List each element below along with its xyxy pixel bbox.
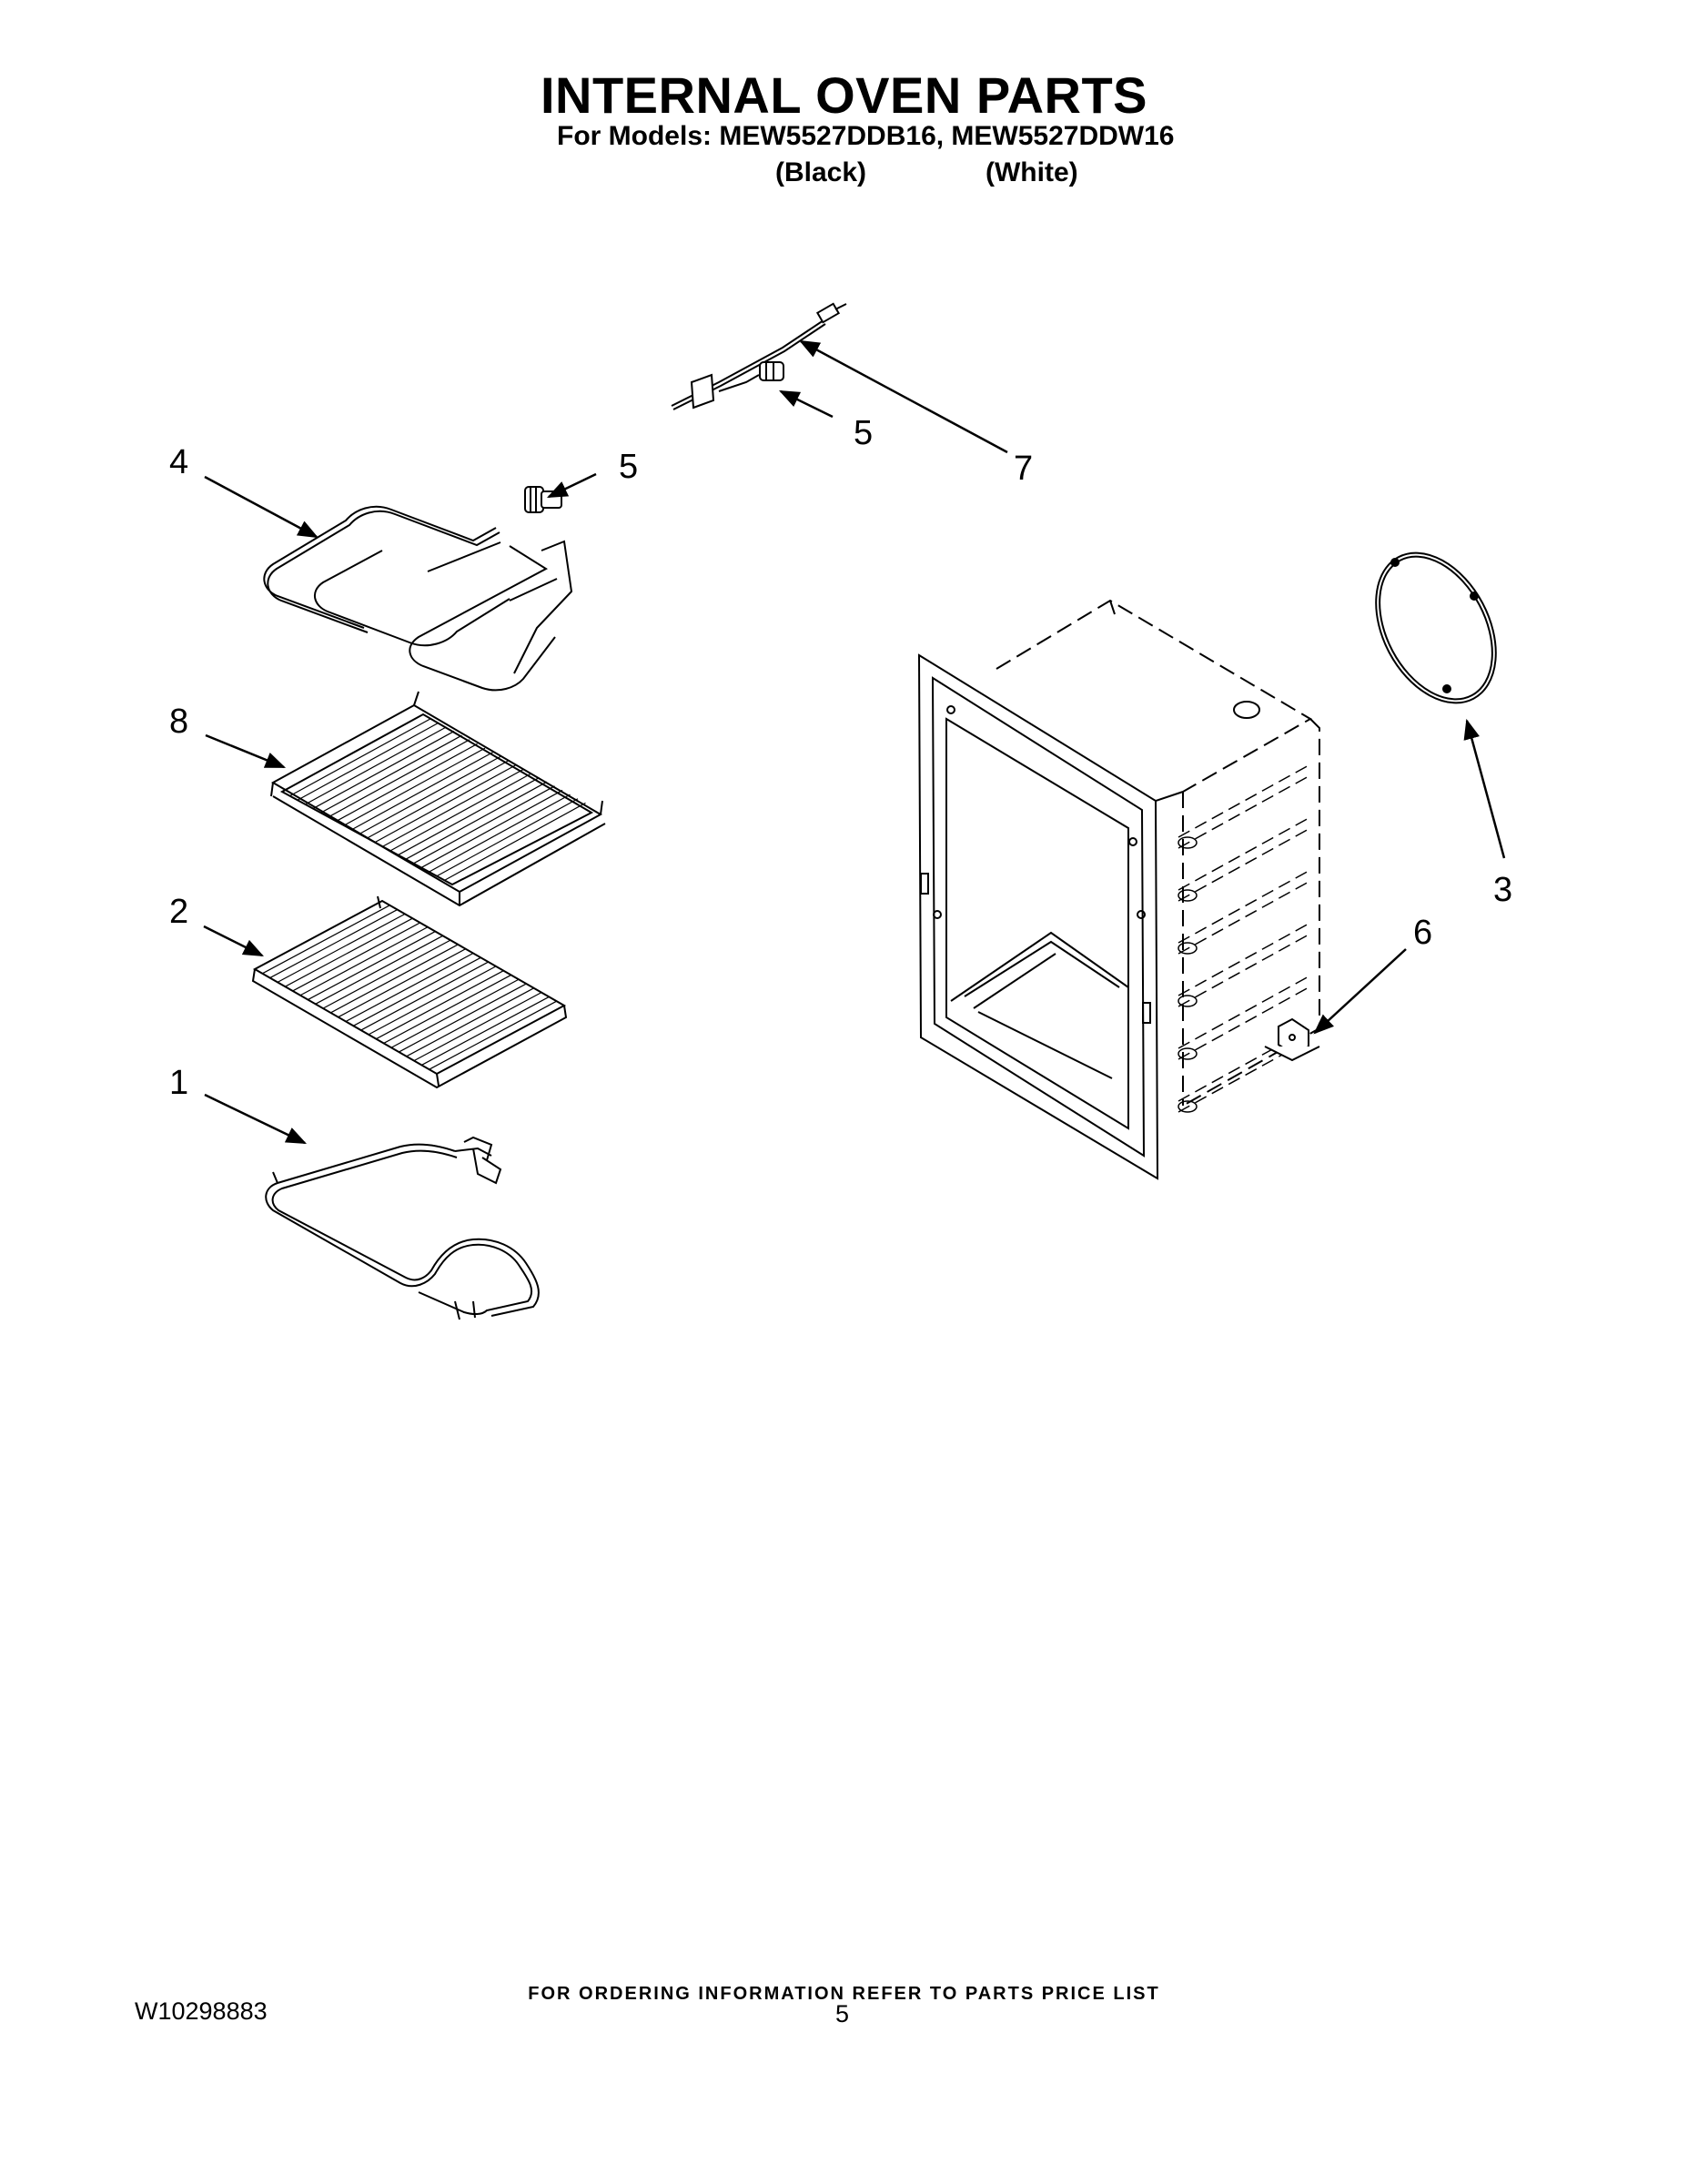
rollout-rack-wires <box>289 718 586 881</box>
callout-1: 1 <box>169 1064 188 1102</box>
variant-white-label: (White) <box>986 157 1078 187</box>
rollout-rack-part <box>270 691 606 907</box>
bracket-part <box>1264 1017 1320 1062</box>
callout-2: 2 <box>169 893 188 931</box>
gasket-part <box>1375 551 1497 704</box>
page-title: INTERNAL OVEN PARTS <box>540 66 1148 124</box>
variant-black-label: (Black) <box>775 157 867 187</box>
broil-element-part <box>263 505 573 692</box>
page-number: 5 <box>835 2000 850 2027</box>
oven-cavity-part <box>917 599 1320 1180</box>
callout-5-left: 5 <box>619 448 638 486</box>
oven-rack-wires <box>262 905 557 1070</box>
callout-5-right: 5 <box>854 414 873 452</box>
callout-8: 8 <box>169 703 188 741</box>
document-id: W10298883 <box>135 1997 268 2025</box>
models-line: For Models: MEW5527DDB16, MEW5527DDW16 <box>557 121 1175 151</box>
light-socket-part <box>524 486 562 513</box>
oven-sensor-part <box>671 302 847 410</box>
callout-7: 7 <box>1014 450 1033 488</box>
callout-3: 3 <box>1493 871 1512 909</box>
ordering-note: FOR ORDERING INFORMATION REFER TO PARTS … <box>528 1984 1160 2004</box>
oven-cavity-side-supports <box>1178 763 1311 1113</box>
callout-arrows <box>203 339 1506 1145</box>
callout-6: 6 <box>1413 914 1432 952</box>
bake-element-part <box>265 1136 540 1320</box>
oven-rack-part <box>251 895 568 1089</box>
callout-4: 4 <box>169 443 188 481</box>
